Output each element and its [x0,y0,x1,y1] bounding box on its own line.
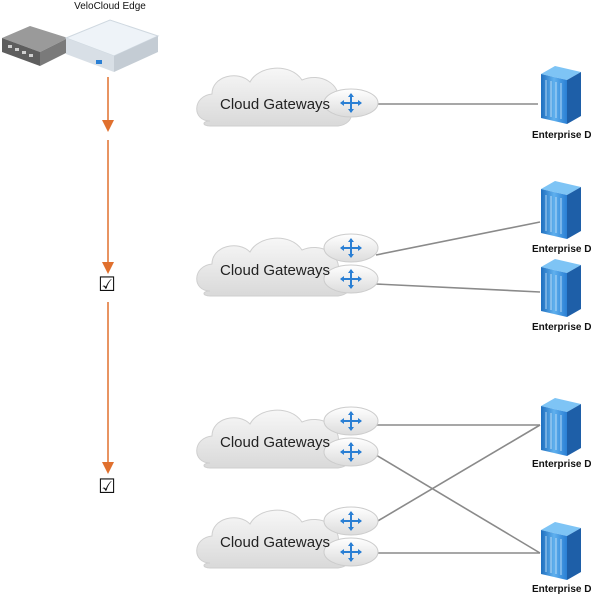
server-icon [540,521,582,581]
gateway-icon [323,437,379,467]
checkmark-icon: ☑ [98,474,116,498]
connection-lines [375,103,541,554]
server-icon [540,180,582,240]
gateway-icon [323,406,379,436]
gateway-icon [323,88,379,118]
cloud-gateways-label: Cloud Gateways [220,262,331,279]
cloud-gateways-label: Cloud Gateways [220,434,331,451]
gateway-icon [323,264,379,294]
connection-line [375,221,541,256]
server-icon [540,258,582,318]
enterprise-dc-label: Enterprise DC [532,244,591,255]
cloud-gateways-label: Cloud Gateways [220,534,331,551]
checkmark-icon: ☑ [98,272,116,296]
server-icon [540,65,582,125]
connection-line [375,283,541,293]
server-icon [540,397,582,457]
velocloud-edge-device-icon [64,19,160,72]
connection-line [375,454,541,554]
velocloud-edge-label: VeloCloud Edge [74,1,146,12]
gateway-icon [323,233,379,263]
enterprise-dc-label: Enterprise DC [532,130,591,141]
switch-device-icon [2,26,68,66]
enterprise-dc-label: Enterprise DC [532,322,591,333]
cloud-gateways-label: Cloud Gateways [220,96,331,113]
gateway-icon [323,537,379,567]
connection-line [375,424,541,523]
enterprise-dc-label: Enterprise DC [532,584,591,595]
gateway-icon [323,506,379,536]
enterprise-dc-label: Enterprise DC [532,459,591,470]
